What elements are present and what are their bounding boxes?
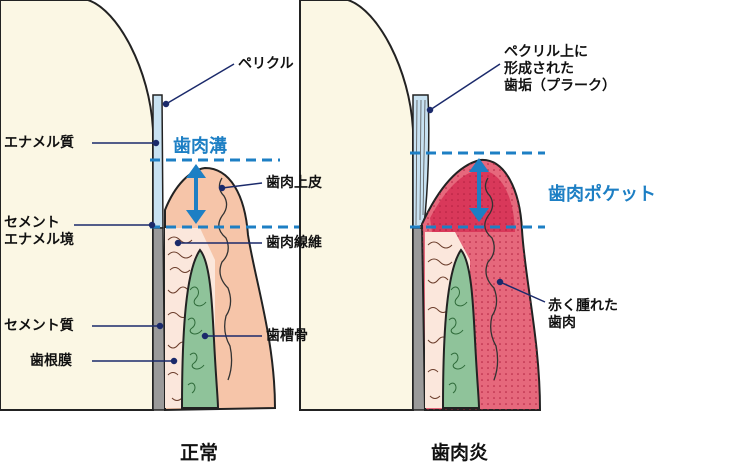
normal-diagram [0,0,400,412]
caption-gingivitis: 歯肉炎 [431,442,489,464]
label-gum-epithelium: 歯肉上皮 [266,175,322,191]
label-pdl: 歯根膜 [30,353,72,369]
label-gum-fiber: 歯肉線維 [266,235,322,251]
label-alveolar-bone: 歯槽骨 [266,328,308,344]
normal-leaders [74,63,263,365]
label-pellicle: ペリクル [238,56,294,72]
normal-ligament-fibers [167,236,193,401]
normal-cementum [152,227,166,411]
label-sulcus: 歯肉溝 [173,136,227,157]
gingivitis-tooth [299,0,414,411]
caption-normal: 正常 [180,442,219,464]
gingivitis-ligament-fibers [427,241,453,399]
label-cementum: セメント質 [4,318,74,334]
gingivitis-bone-texture [448,286,468,394]
label-pocket: 歯肉ポケット [548,184,656,205]
gingivitis-leaders [426,63,546,303]
label-plaque: ペクリル上に 形成された 歯垢（プラーク） [504,44,616,94]
gingivitis-plaque-streaks [415,99,426,226]
gingivitis-diagram [299,0,546,411]
normal-tooth [0,0,154,411]
normal-depth-arrow [186,164,206,224]
gingivitis-gum-fiber-line [484,177,499,381]
label-cej: セメント エナメル境 [4,215,74,248]
normal-gum-fiber-line [218,177,233,381]
label-enamel: エナメル質 [4,135,74,151]
normal-bone-texture [187,286,207,394]
gingivitis-depth-arrow [469,158,489,222]
label-swollen-gum: 赤く腫れた 歯肉 [548,298,618,331]
